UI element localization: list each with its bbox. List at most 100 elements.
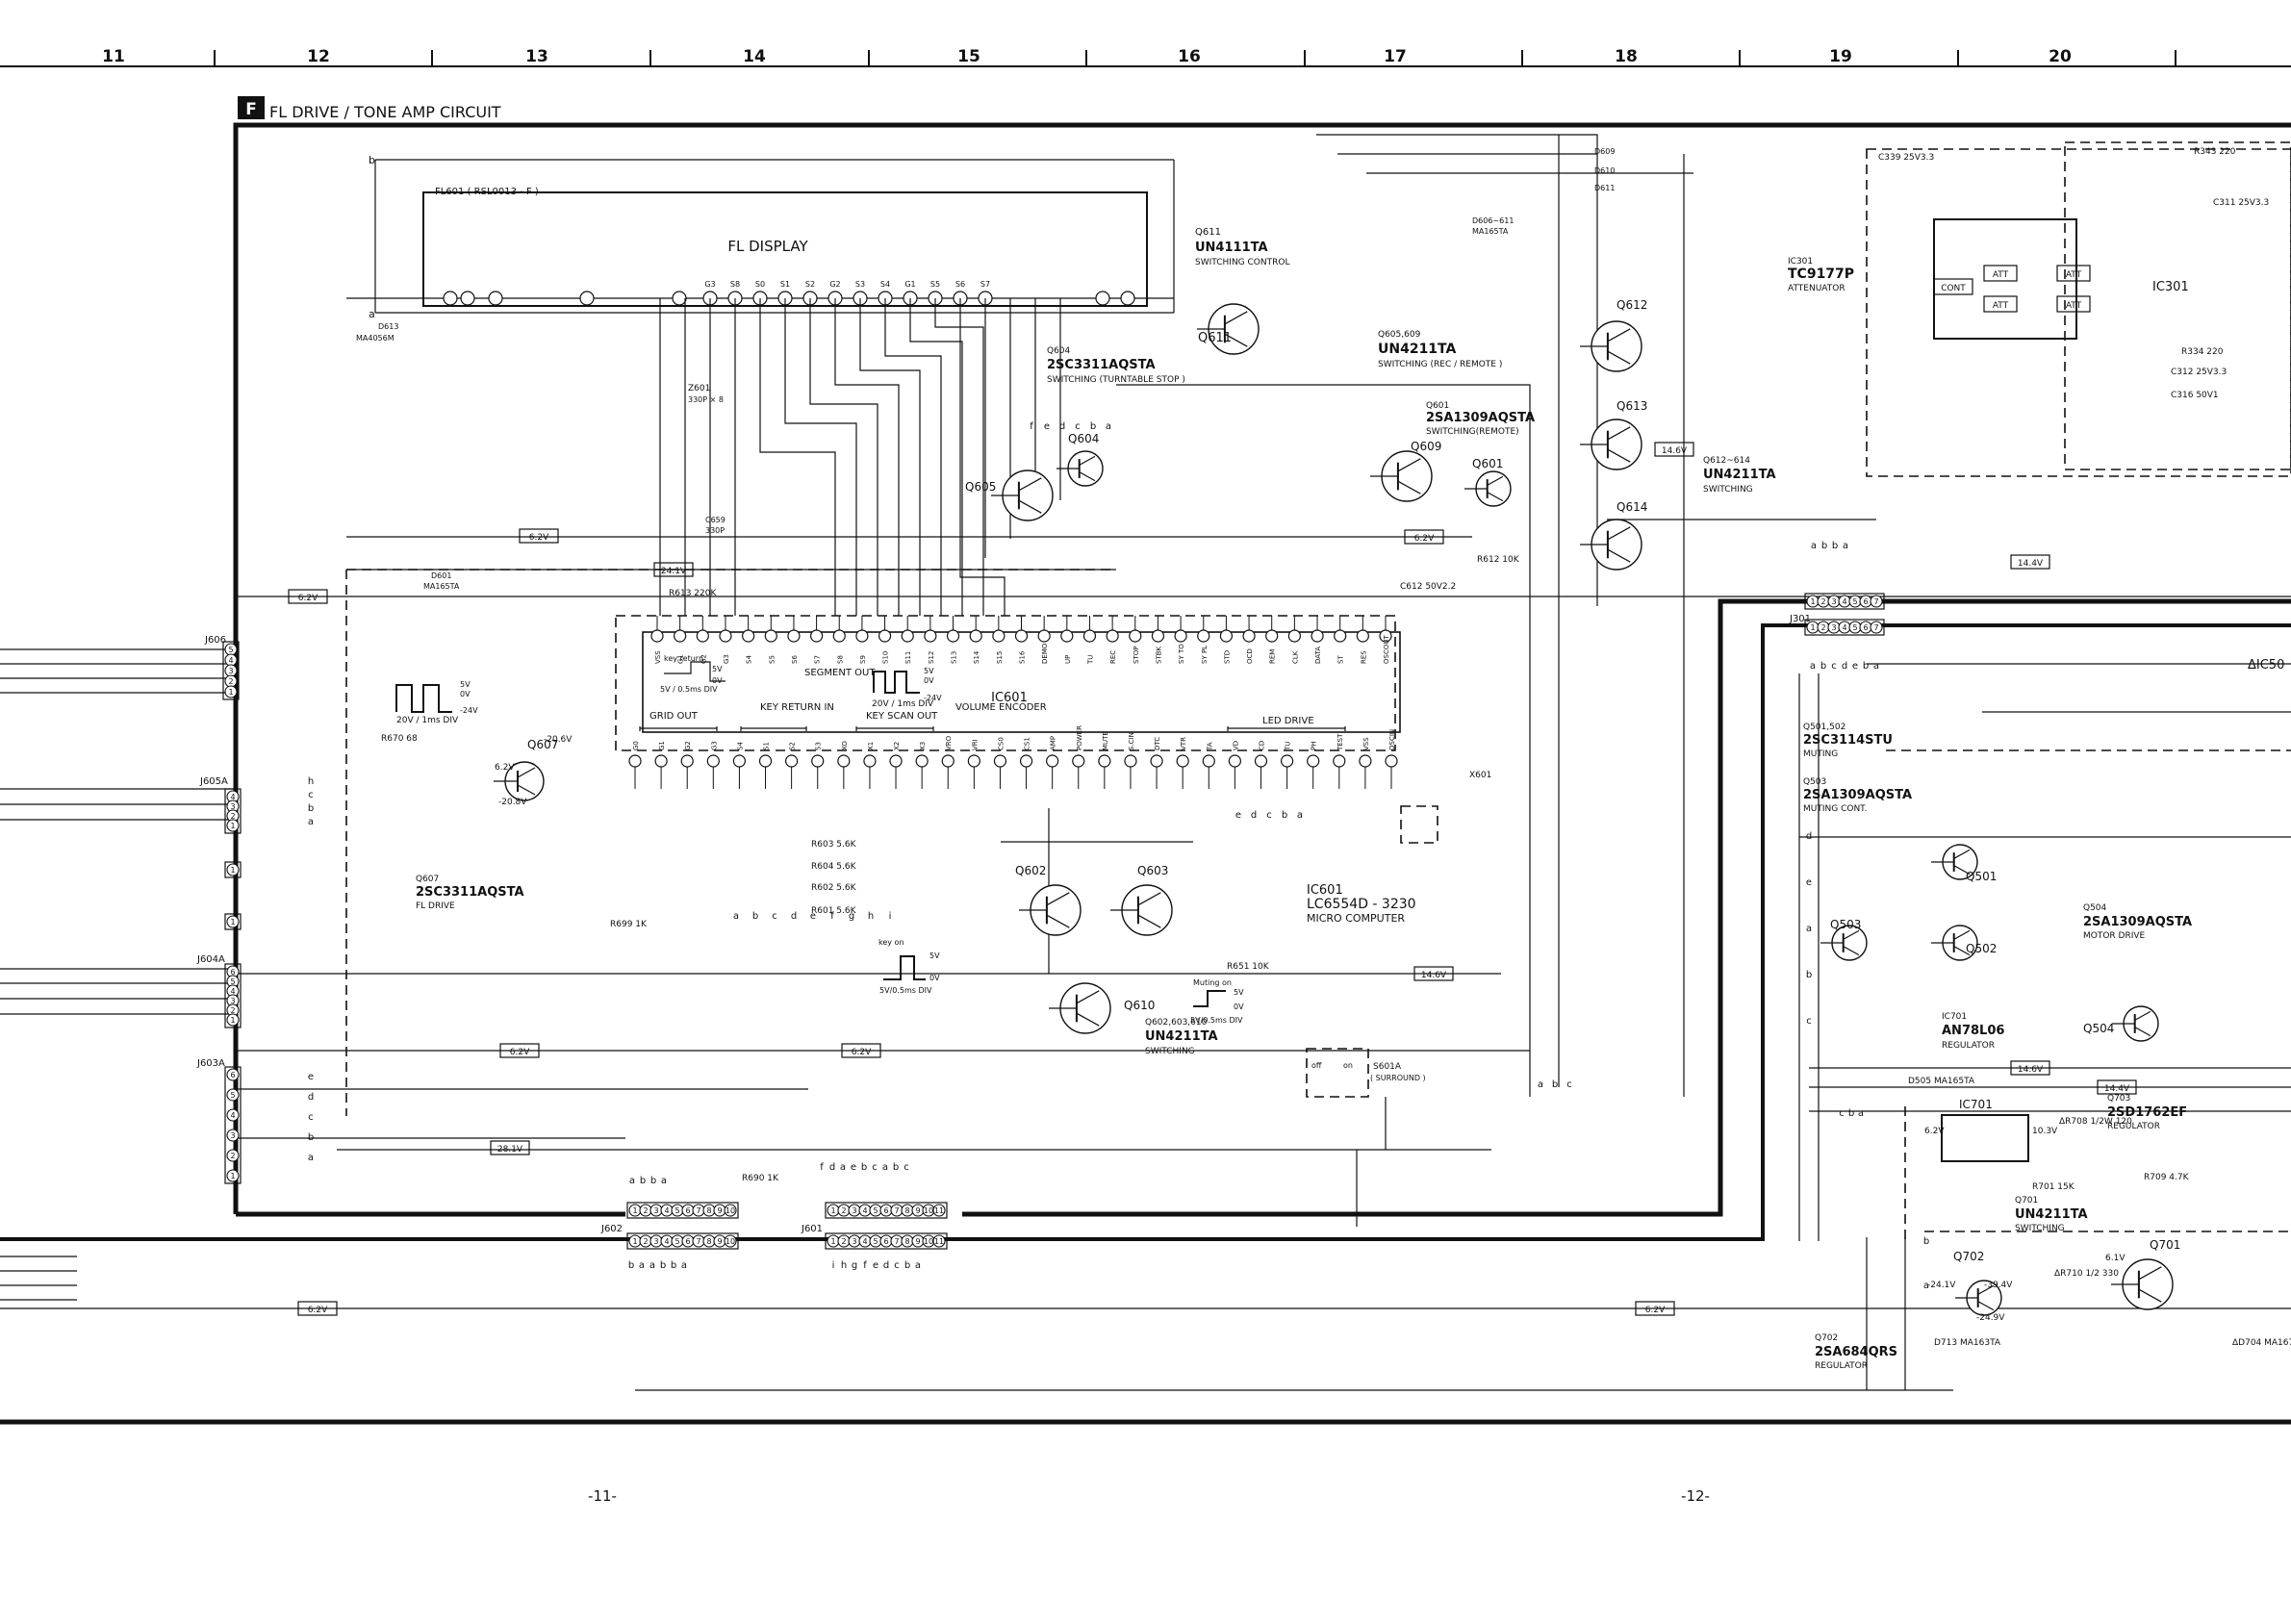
ic-pin bbox=[1176, 754, 1189, 768]
connector-pin-number: 3 bbox=[1831, 623, 1836, 632]
svg-text:UN4211TA: UN4211TA bbox=[1703, 468, 1776, 482]
svg-text:a: a bbox=[369, 308, 375, 320]
svg-text:J605A: J605A bbox=[199, 776, 228, 787]
svg-text:Q501,502: Q501,502 bbox=[1803, 723, 1846, 732]
connector-pin-number: 4 bbox=[862, 1237, 867, 1246]
ic-top-pin-label: S5 bbox=[768, 655, 776, 664]
svg-text:ATT: ATT bbox=[1993, 301, 2009, 311]
key-letter: f bbox=[830, 911, 834, 922]
ic-top-pin-label: S11 bbox=[904, 651, 912, 664]
ic-pin bbox=[946, 629, 960, 643]
svg-text:UN4111TA: UN4111TA bbox=[1195, 241, 1268, 255]
connector-pin-number: 2 bbox=[228, 677, 233, 686]
connector-pin-number: 2 bbox=[1820, 597, 1825, 606]
ic-bottom-pin-label: AMP bbox=[1050, 736, 1057, 750]
svg-text:Q503: Q503 bbox=[1803, 777, 1826, 787]
connector-pin-number: 5 bbox=[675, 1206, 679, 1215]
svg-text:Q614: Q614 bbox=[1616, 500, 1647, 514]
grid-col: 14 bbox=[743, 47, 766, 66]
svg-text:Q611: Q611 bbox=[1195, 227, 1221, 238]
svg-text:2SA1309AQSTA: 2SA1309AQSTA bbox=[1803, 788, 1912, 802]
svg-text:on: on bbox=[1343, 1061, 1353, 1070]
fl-grid-label: S1 bbox=[780, 280, 790, 289]
j601-bottom-letter: a bbox=[915, 1260, 921, 1271]
ic-top-pin-label: ST bbox=[1337, 655, 1345, 664]
ic-bottom-pin-label: S3 bbox=[815, 742, 823, 750]
ic-pin bbox=[1379, 629, 1392, 643]
ic-pin bbox=[1124, 754, 1137, 768]
ic-top-pin-label: RES bbox=[1360, 650, 1367, 664]
svg-text:SWITCHING: SWITCHING bbox=[1145, 1047, 1195, 1056]
grid-col: 13 bbox=[525, 47, 548, 66]
bus-wiring bbox=[0, 134, 2291, 1391]
connector-pin-number: 11 bbox=[934, 1237, 944, 1246]
j605a-extra-2 bbox=[224, 913, 242, 930]
j601-top-letter: c bbox=[872, 1162, 878, 1173]
regulator-bus-letter: c bbox=[1839, 1108, 1845, 1119]
svg-text:5V: 5V bbox=[460, 680, 471, 689]
j601-top-letter: f bbox=[820, 1162, 824, 1173]
svg-text:R701 15K: R701 15K bbox=[2032, 1182, 2075, 1192]
svg-text:key on: key on bbox=[878, 938, 904, 947]
connector-pin-number: 7 bbox=[696, 1237, 700, 1246]
svg-text:Q503: Q503 bbox=[1830, 918, 1861, 931]
connector-pin-number: 5 bbox=[675, 1237, 679, 1246]
ic-pin bbox=[1197, 629, 1210, 643]
ic-top-pin-label: VSS bbox=[654, 650, 662, 664]
ic-bottom-pin-label: S4 bbox=[736, 742, 744, 750]
fl-grid-label: S3 bbox=[855, 280, 865, 289]
ic-top-letter: d bbox=[1059, 421, 1065, 432]
connector-pin-number: 6 bbox=[685, 1206, 690, 1215]
connector-pin-number: 8 bbox=[706, 1206, 711, 1215]
ic-pin bbox=[924, 629, 937, 643]
svg-text:Muting on: Muting on bbox=[1193, 978, 1232, 987]
svg-text:UN4211TA: UN4211TA bbox=[1145, 1029, 1218, 1044]
ic-pin bbox=[674, 629, 687, 643]
svg-text:0V: 0V bbox=[929, 974, 940, 982]
ic601-desc: MICRO COMPUTER bbox=[1307, 912, 1405, 925]
svg-text:D606~611: D606~611 bbox=[1472, 216, 1514, 225]
j604a-pins bbox=[224, 963, 242, 1028]
j603-letter: d bbox=[308, 1092, 314, 1103]
j603-letter: b bbox=[308, 1132, 314, 1143]
fl-pin bbox=[579, 291, 595, 306]
svg-text:Q609: Q609 bbox=[1411, 440, 1441, 453]
ic-top-pin-label: SY TO bbox=[1178, 644, 1185, 664]
svg-text:J602: J602 bbox=[600, 1224, 623, 1234]
led-letter: a bbox=[1297, 810, 1303, 821]
svg-text:ΔIC50: ΔIC50 bbox=[2248, 658, 2284, 672]
svg-text:R602 5.6K: R602 5.6K bbox=[811, 883, 857, 893]
connector-pin-number: 3 bbox=[230, 997, 235, 1005]
connector-pin-number: 3 bbox=[653, 1237, 658, 1246]
ic-pin bbox=[1242, 629, 1256, 643]
j301-top-letter: b bbox=[1821, 541, 1827, 551]
ic-top-pin-label: STBK bbox=[1155, 646, 1162, 664]
connector-pin-number: 7 bbox=[696, 1206, 700, 1215]
j605-letter: a bbox=[308, 817, 314, 827]
j602-bottom-letter: b bbox=[671, 1260, 676, 1271]
j301-bottom-letter: e bbox=[1852, 661, 1858, 672]
j601-bottom-letter: c bbox=[894, 1260, 900, 1271]
connector-pin-number: 5 bbox=[873, 1206, 878, 1215]
svg-text:D505 MA165TA: D505 MA165TA bbox=[1908, 1077, 1975, 1086]
ic-pin bbox=[758, 754, 773, 768]
svg-text:28.1V: 28.1V bbox=[497, 1145, 523, 1155]
ic-pin bbox=[1219, 629, 1234, 643]
svg-text:ATT: ATT bbox=[2066, 301, 2082, 311]
svg-text:5V: 5V bbox=[924, 667, 934, 675]
connector-pin-number: 2 bbox=[841, 1206, 846, 1215]
svg-text:6.2V: 6.2V bbox=[308, 1306, 328, 1315]
ic-pin bbox=[719, 629, 732, 643]
svg-text:6.1V: 6.1V bbox=[2105, 1254, 2126, 1263]
ic601-ref-2: IC601 bbox=[1307, 883, 1343, 898]
ic-top-pin-label: S12 bbox=[928, 651, 935, 664]
ic-pin bbox=[732, 754, 747, 768]
j605a-extra-1 bbox=[224, 861, 242, 878]
grid-col: 15 bbox=[957, 47, 980, 66]
svg-text:2SD1762EF: 2SD1762EF bbox=[2107, 1105, 2187, 1120]
ic-bottom-pin-label: G1 bbox=[658, 741, 666, 750]
j601-bottom-letter: b bbox=[904, 1260, 910, 1271]
